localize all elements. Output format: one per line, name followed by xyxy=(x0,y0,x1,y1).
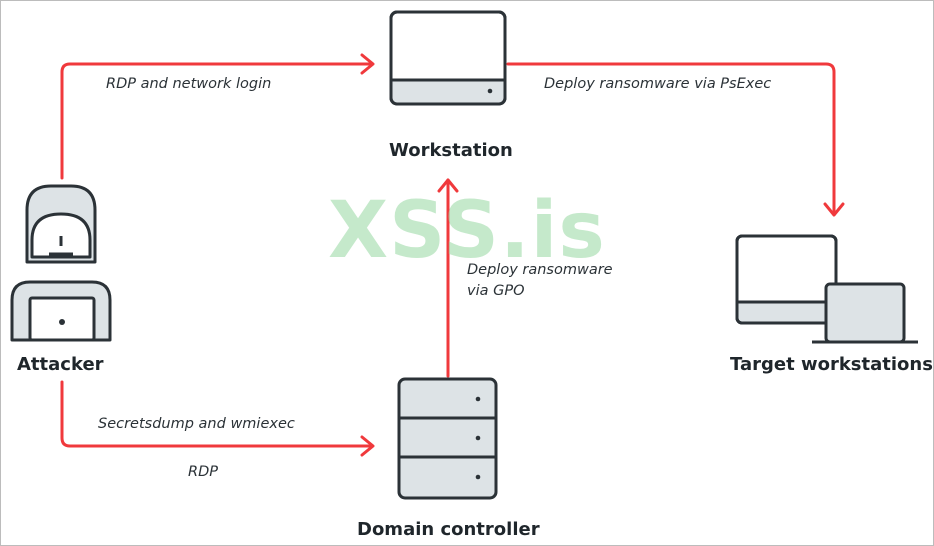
edge-label-psexec: Deploy ransomware via PsExec xyxy=(544,76,772,92)
arrowhead-workstation-bottom xyxy=(437,178,459,193)
arrowhead-targets-top xyxy=(823,202,845,217)
target-workstations-label: Target workstations xyxy=(730,354,933,375)
arrows xyxy=(60,53,845,457)
edge-label-gpo-line1: Deploy ransomware xyxy=(467,262,613,278)
arrowhead-workstation-left xyxy=(360,53,375,75)
edge-label-secretsdump: Secretsdump and wmiexec xyxy=(98,416,295,432)
workstation-icon xyxy=(389,10,507,106)
arrow-attacker-to-workstation xyxy=(60,62,374,180)
workstation-label: Workstation xyxy=(389,140,513,161)
attacker-icon xyxy=(10,184,112,342)
arrow-attacker-to-dc xyxy=(60,380,374,448)
arrowhead-dc-left xyxy=(360,435,375,457)
edge-label-rdp-network-login: RDP and network login xyxy=(106,76,272,92)
domain-controller-icon xyxy=(397,377,498,500)
edge-label-gpo-line2: via GPO xyxy=(467,283,525,299)
edge-label-rdp: RDP xyxy=(188,464,218,480)
attacker-label: Attacker xyxy=(17,354,104,375)
arrow-workstation-to-targets xyxy=(506,62,836,216)
target-workstations-icon xyxy=(735,234,918,344)
domain-controller-label: Domain controller xyxy=(357,519,540,540)
